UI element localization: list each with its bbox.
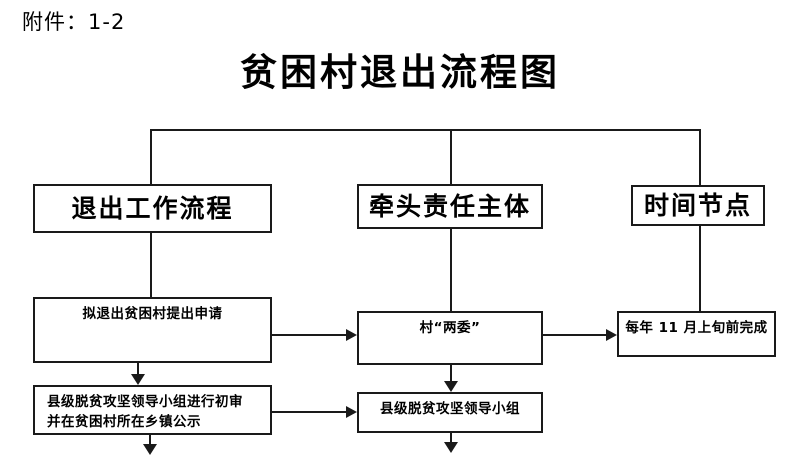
arrow-line-workflow1-to-workflow2 — [137, 363, 139, 377]
attachment-label: 附件：1-2 — [22, 10, 126, 34]
top-bracket-horizontal — [150, 129, 701, 131]
arrowhead-responsible1-to-responsible2 — [444, 381, 458, 392]
connector-timing-header-to-step1 — [699, 226, 701, 311]
connector-responsible-header-to-step1 — [450, 229, 452, 311]
column-header-workflow[interactable]: 退出工作流程 — [33, 184, 272, 233]
column-header-responsible[interactable]: 牵头责任主体 — [357, 184, 543, 229]
arrowhead-responsible2-outgoing — [444, 442, 458, 453]
node-responsible-step1[interactable]: 村“两委” — [357, 311, 543, 365]
page-title: 贫困村退出流程图 — [240, 50, 560, 94]
node-workflow-step2[interactable]: 县级脱贫攻坚领导小组进行初审 并在贫困村所在乡镇公示 — [33, 385, 272, 435]
arrowhead-workflow2-outgoing — [143, 444, 157, 455]
arrowhead-workflow2-to-responsible2 — [346, 406, 357, 418]
arrow-line-responsible1-to-responsible2 — [450, 365, 452, 381]
node-timing-step1-label: 每年 11 月上旬前完成 — [625, 320, 768, 336]
top-bracket-drop-left — [150, 129, 152, 185]
node-workflow-step1[interactable]: 拟退出贫困村提出申请 — [33, 297, 272, 363]
node-workflow-step2-label: 县级脱贫攻坚领导小组进行初审 并在贫困村所在乡镇公示 — [47, 394, 243, 430]
arrowhead-workflow1-to-workflow2 — [131, 374, 145, 385]
node-responsible-step1-label: 村“两委” — [419, 320, 481, 336]
arrowhead-responsible1-to-timing1 — [606, 329, 617, 341]
arrow-line-workflow1-to-responsible1 — [272, 334, 346, 336]
top-bracket-drop-middle — [450, 129, 452, 185]
connector-workflow-header-to-step1 — [150, 233, 152, 297]
arrow-line-responsible2-outgoing — [450, 433, 452, 444]
arrow-line-responsible1-to-timing1 — [543, 334, 606, 336]
top-bracket-drop-right — [699, 129, 701, 185]
arrowhead-workflow1-to-responsible1 — [346, 329, 357, 341]
arrow-line-workflow2-to-responsible2 — [272, 411, 346, 413]
node-timing-step1[interactable]: 每年 11 月上旬前完成 — [617, 311, 776, 357]
node-responsible-step2[interactable]: 县级脱贫攻坚领导小组 — [357, 392, 543, 433]
node-responsible-step2-label: 县级脱贫攻坚领导小组 — [380, 401, 520, 417]
column-header-workflow-label: 退出工作流程 — [71, 193, 234, 223]
column-header-responsible-label: 牵头责任主体 — [368, 191, 531, 221]
node-workflow-step1-label: 拟退出贫困村提出申请 — [82, 306, 223, 322]
arrow-line-workflow2-outgoing — [149, 435, 151, 446]
column-header-timing-label: 时间节点 — [643, 190, 752, 220]
column-header-timing[interactable]: 时间节点 — [631, 185, 765, 226]
